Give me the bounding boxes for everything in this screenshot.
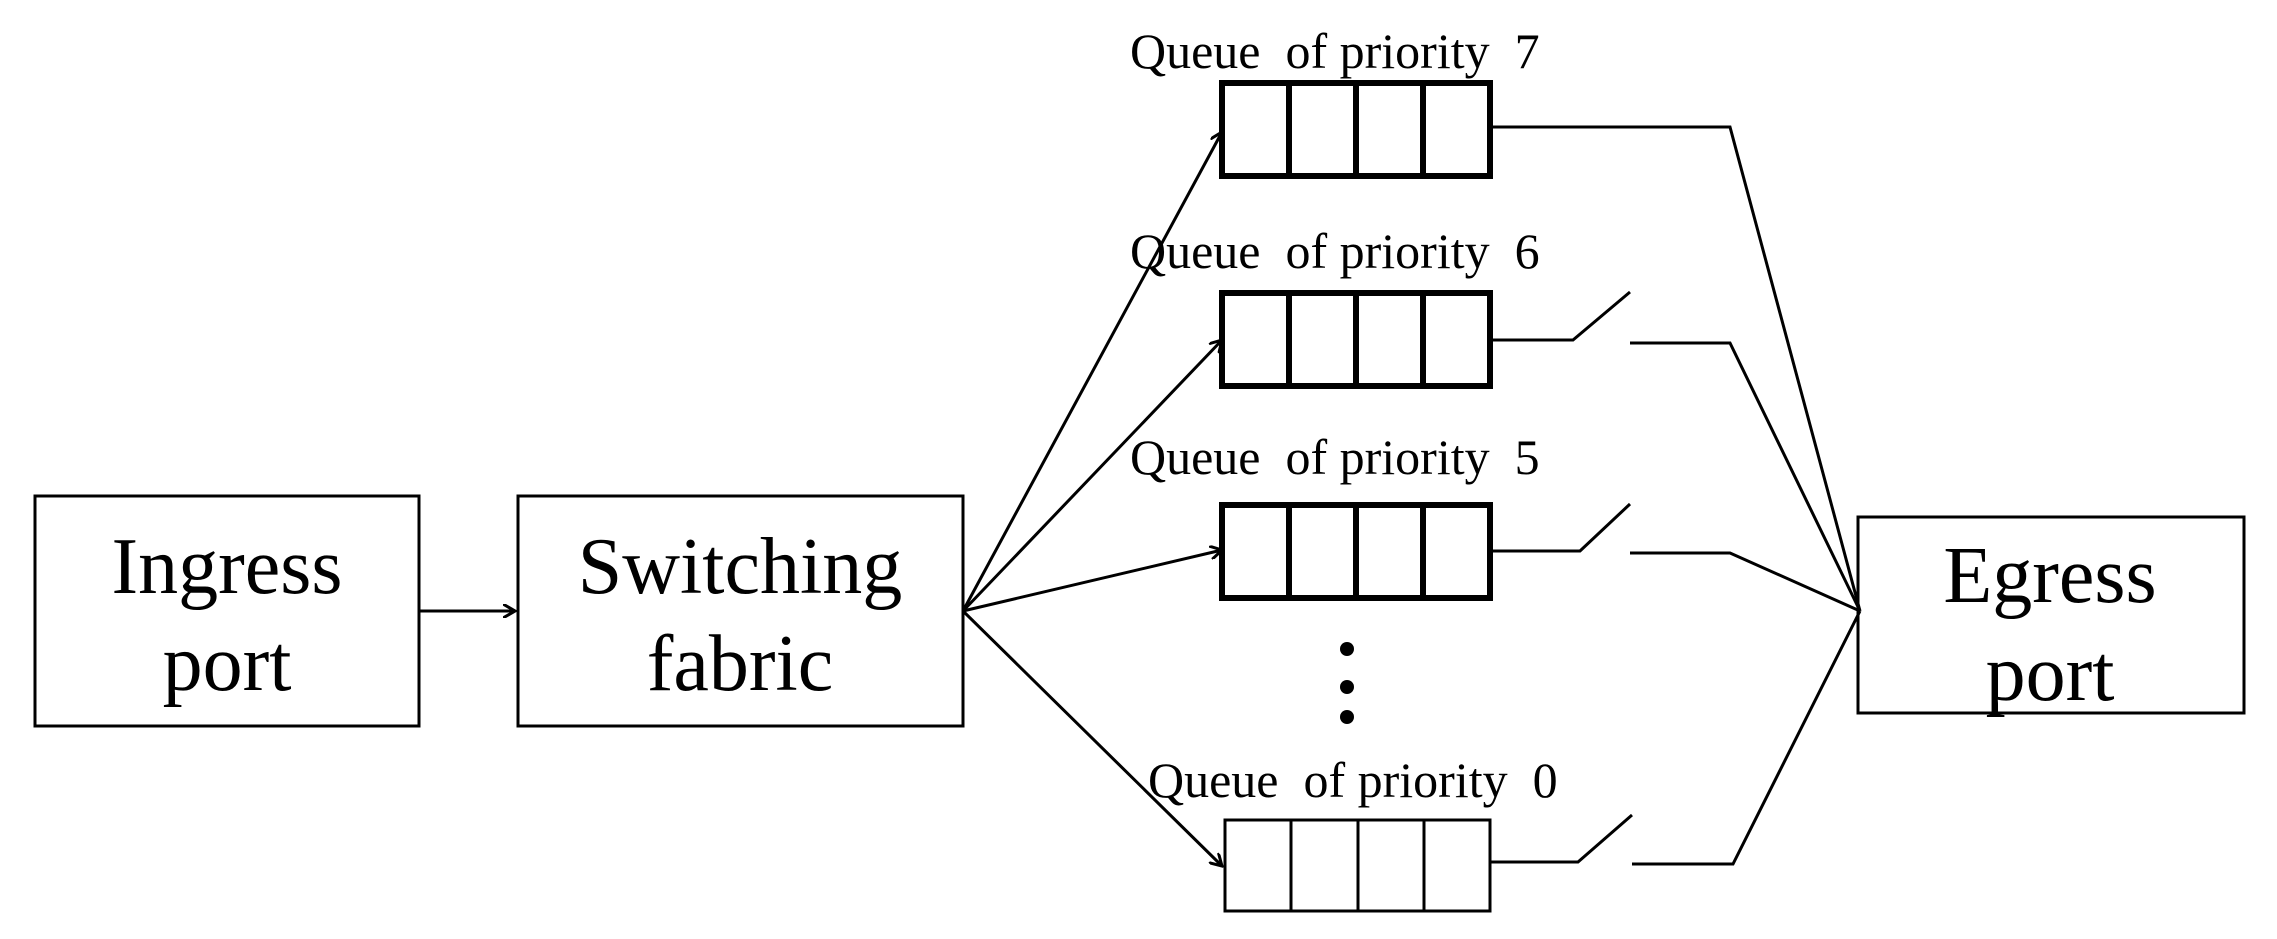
ingress-port-block: Ingress port bbox=[33, 494, 421, 728]
queue-0-switch bbox=[1490, 610, 1862, 866]
queue-5-switch bbox=[1490, 502, 1861, 613]
egress-port-label-line2: port bbox=[1986, 630, 2115, 718]
queue-7-to-egress-line bbox=[1490, 125, 1862, 612]
queue-priority-0: Queue of priority 0 bbox=[1148, 752, 1558, 913]
more-queues-ellipsis bbox=[1340, 642, 1354, 724]
fabric-to-queue-6-arrow bbox=[961, 340, 1222, 613]
queue-priority-5: Queue of priority 5 bbox=[1130, 429, 1540, 601]
queue-priority-7-label: Queue of priority 7 bbox=[1130, 23, 1540, 79]
queue-6-switch bbox=[1490, 290, 1862, 612]
switching-fabric-block: Switching fabric bbox=[516, 494, 965, 728]
ingress-port-label-line1: Ingress bbox=[111, 523, 342, 611]
fabric-to-queue-5-arrow bbox=[962, 550, 1222, 613]
queue-priority-7: Queue of priority 7 bbox=[1130, 23, 1540, 179]
fabric-to-queue-7-arrow bbox=[961, 132, 1222, 612]
fabric-to-queue-0-arrow bbox=[961, 609, 1222, 866]
egress-port-label-line1: Egress bbox=[1943, 532, 2156, 620]
egress-port-block: Egress port bbox=[1856, 515, 2246, 718]
switching-fabric-label-line2: fabric bbox=[647, 620, 834, 708]
queue-priority-6: Queue of priority 6 bbox=[1130, 223, 1540, 389]
ingress-port-label-line2: port bbox=[163, 620, 292, 708]
queue-priority-0-label: Queue of priority 0 bbox=[1148, 752, 1558, 808]
queue-priority-6-label: Queue of priority 6 bbox=[1130, 223, 1540, 279]
queue-priority-5-label: Queue of priority 5 bbox=[1130, 429, 1540, 485]
switching-fabric-label-line1: Switching bbox=[578, 523, 902, 611]
